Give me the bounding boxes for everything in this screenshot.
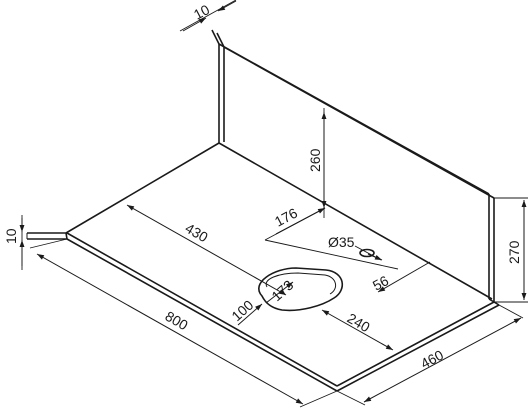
dim-label-left-thickness: 10 <box>3 228 19 244</box>
dim-label-cutout-width: 100 <box>228 297 256 325</box>
dimension-lines <box>19 0 528 408</box>
back-panel <box>218 43 495 300</box>
round-hole <box>359 248 375 258</box>
dim-label-cutout-length: 173 <box>268 277 296 305</box>
dim-label-right-height: 270 <box>506 240 522 264</box>
dim-label-cutout-offset-back: 430 <box>183 220 211 246</box>
dim-label-length: 800 <box>163 308 191 334</box>
top-fold <box>211 29 225 48</box>
dim-label-hole-offset-back: 176 <box>272 204 300 229</box>
dim-label-cutout-offset-side: 240 <box>345 310 373 336</box>
dimension-labels: 10 10 260 176 Ø35 56 270 430 173 100 240… <box>3 1 522 372</box>
dim-label-hole-diameter: Ø35 <box>328 234 355 250</box>
part-outline <box>26 29 500 392</box>
dim-label-depth: 460 <box>418 346 446 371</box>
dim-label-top-thickness: 10 <box>191 1 212 23</box>
dim-label-back-height: 260 <box>307 148 323 172</box>
dim-label-hole-offset-side: 56 <box>370 272 391 294</box>
right-panel <box>488 194 495 303</box>
